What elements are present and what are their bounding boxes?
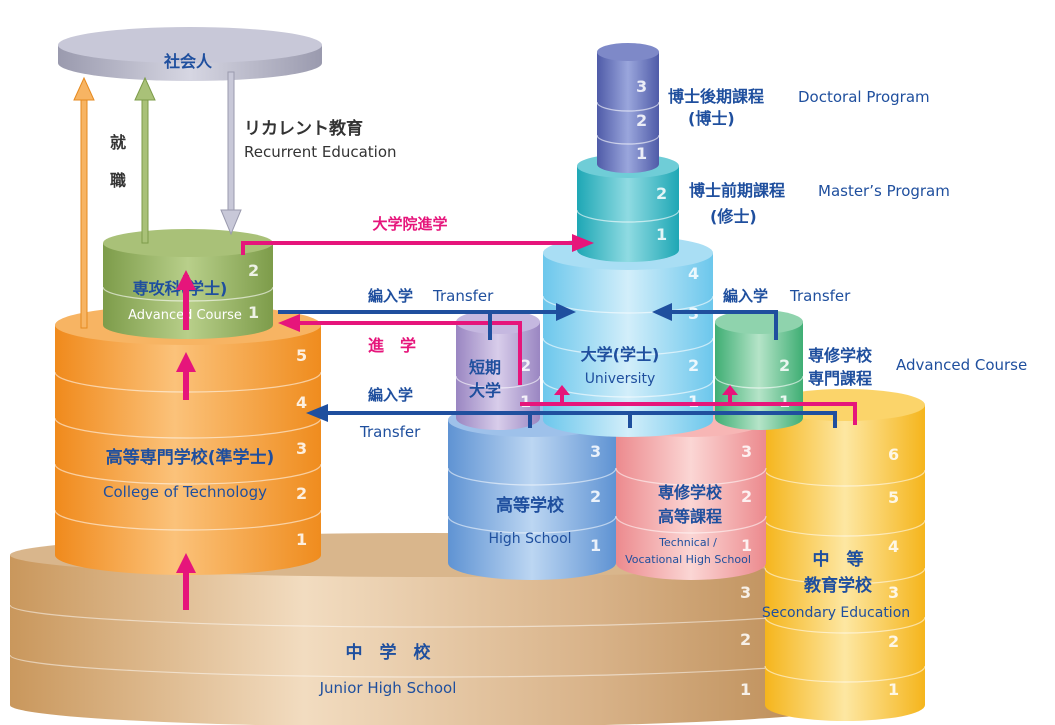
- secondary-year-2: 2: [888, 632, 899, 651]
- transfer-label-jp: 編入学: [368, 287, 413, 305]
- high-school-year-2: 2: [590, 487, 601, 506]
- technical-hs-label-jp1: 専修学校: [658, 483, 723, 502]
- master-year-1: 1: [656, 225, 667, 244]
- doctoral-label-jp: 博士後期課程: [668, 87, 764, 106]
- junior-high-year-2: 2: [740, 630, 751, 649]
- junior-college-label-2: 大学: [469, 381, 501, 400]
- employment-arrow-orange: [73, 76, 95, 329]
- transfer-left-en: Transfer: [359, 423, 421, 441]
- transfer-label-en: Transfer: [432, 287, 494, 305]
- college-year-3: 3: [296, 439, 307, 458]
- high-school-year-3: 3: [590, 442, 601, 461]
- employment-char-1: 就: [110, 133, 126, 152]
- advanced-year-2: 2: [248, 261, 259, 280]
- up-arrow-junior-high: [176, 553, 196, 610]
- up-arrow-advanced: [176, 270, 196, 330]
- master-year-2: 2: [656, 184, 667, 203]
- college-year-1: 1: [296, 530, 307, 549]
- junior-college-year-1: 1: [520, 392, 531, 411]
- university-label-en: University: [585, 371, 656, 387]
- doctoral-year-2: 2: [636, 111, 647, 130]
- doctoral-degree: (博士): [688, 109, 735, 128]
- college-year-4: 4: [296, 393, 307, 412]
- secondary-year-3: 3: [888, 583, 899, 602]
- junior-high-label-jp: 中 学 校: [346, 642, 432, 663]
- society-label: 社会人: [163, 52, 213, 71]
- senshu-advanced-year-2: 2: [779, 356, 790, 375]
- master-label-en: Master’s Program: [818, 182, 950, 200]
- up-arrow-college: [176, 352, 196, 400]
- progression-arrowhead: [278, 314, 300, 332]
- technical-hs-year-2: 2: [741, 487, 752, 506]
- transfer-left-arrowhead: [306, 404, 328, 422]
- junior-college-label-1: 短期: [469, 358, 501, 377]
- advanced-year-1: 1: [248, 303, 259, 322]
- university-label-jp: 大学(学士): [581, 345, 660, 364]
- senshu-advanced-label-en: Advanced Course: [896, 356, 1027, 374]
- recurrent-label-en: Recurrent Education: [244, 143, 397, 161]
- university-year-2: 2: [688, 356, 699, 375]
- transfer-connectors: [488, 312, 778, 340]
- transfer-advanced-arrowhead: [556, 303, 576, 321]
- college-year-2: 2: [296, 484, 307, 503]
- transfer-right-jp: 編入学: [723, 287, 768, 305]
- senshu-advanced-year-1: 1: [779, 392, 790, 411]
- junior-high-year-1: 1: [740, 680, 751, 699]
- secondary-year-4: 4: [888, 537, 899, 556]
- high-school-label-en: High School: [488, 531, 571, 547]
- junior-high-year-3: 3: [740, 583, 751, 602]
- university-year-1: 1: [688, 392, 699, 411]
- college-year-5: 5: [296, 346, 307, 365]
- doctoral-year-3: 3: [636, 77, 647, 96]
- graduate-entry-arrowhead: [572, 234, 594, 252]
- junior-high-label-en: Junior High School: [319, 679, 457, 697]
- college-label-en: College of Technology: [103, 483, 267, 501]
- transfer-left-jp: 編入学: [368, 386, 413, 404]
- secondary-year-6: 6: [888, 445, 899, 464]
- progression-arrow: [298, 321, 522, 385]
- high-school-year-1: 1: [590, 536, 601, 555]
- secondary-label-jp1: 中 等: [813, 549, 864, 570]
- technical-hs-label-en1: Technical /: [658, 536, 717, 549]
- technical-hs-label-jp2: 高等課程: [658, 507, 722, 526]
- transfer-right-arrowhead: [652, 303, 672, 321]
- master-label-jp: 博士前期課程: [689, 181, 785, 200]
- senshu-advanced-label-jp1: 専修学校: [808, 346, 873, 365]
- society-disc: [58, 27, 322, 81]
- secondary-label-jp2: 教育学校: [803, 575, 873, 596]
- secondary-year-1: 1: [888, 680, 899, 699]
- doctoral-cylinder: [596, 43, 660, 173]
- secondary-year-5: 5: [888, 488, 899, 507]
- technical-hs-year-3: 3: [741, 442, 752, 461]
- secondary-label-en: Secondary Education: [762, 605, 910, 621]
- graduate-entry-label: 大学院進学: [372, 215, 447, 233]
- doctoral-label-en: Doctoral Program: [798, 88, 930, 106]
- progression-label: 進 学: [368, 336, 416, 355]
- graduate-entry-arrow: [241, 241, 575, 255]
- progression-hs-line: [520, 395, 857, 425]
- master-degree: (修士): [710, 207, 757, 226]
- technical-hs-label-en2: Vocational High School: [625, 553, 751, 566]
- progression-hs-arrowhead-1: [554, 385, 570, 395]
- progression-hs-arrowhead-2: [722, 385, 738, 395]
- junior-college-year-2: 2: [520, 356, 531, 375]
- transfer-right-en: Transfer: [789, 287, 851, 305]
- college-technology-cylinder: [54, 305, 322, 575]
- recurrent-label-jp: リカレント教育: [244, 118, 363, 139]
- high-school-label-jp: 高等学校: [496, 495, 565, 516]
- university-year-4: 4: [688, 264, 699, 283]
- employment-arrow-green: [134, 76, 156, 244]
- technical-hs-year-1: 1: [741, 536, 752, 555]
- transfer-left-arrow: [325, 411, 837, 428]
- senshu-advanced-label-jp2: 専門課程: [808, 369, 872, 388]
- doctoral-year-1: 1: [636, 144, 647, 163]
- employment-char-2: 職: [110, 171, 126, 190]
- recurrent-arrow: [220, 71, 242, 236]
- college-label-jp: 高等専門学校(準学士): [106, 447, 275, 468]
